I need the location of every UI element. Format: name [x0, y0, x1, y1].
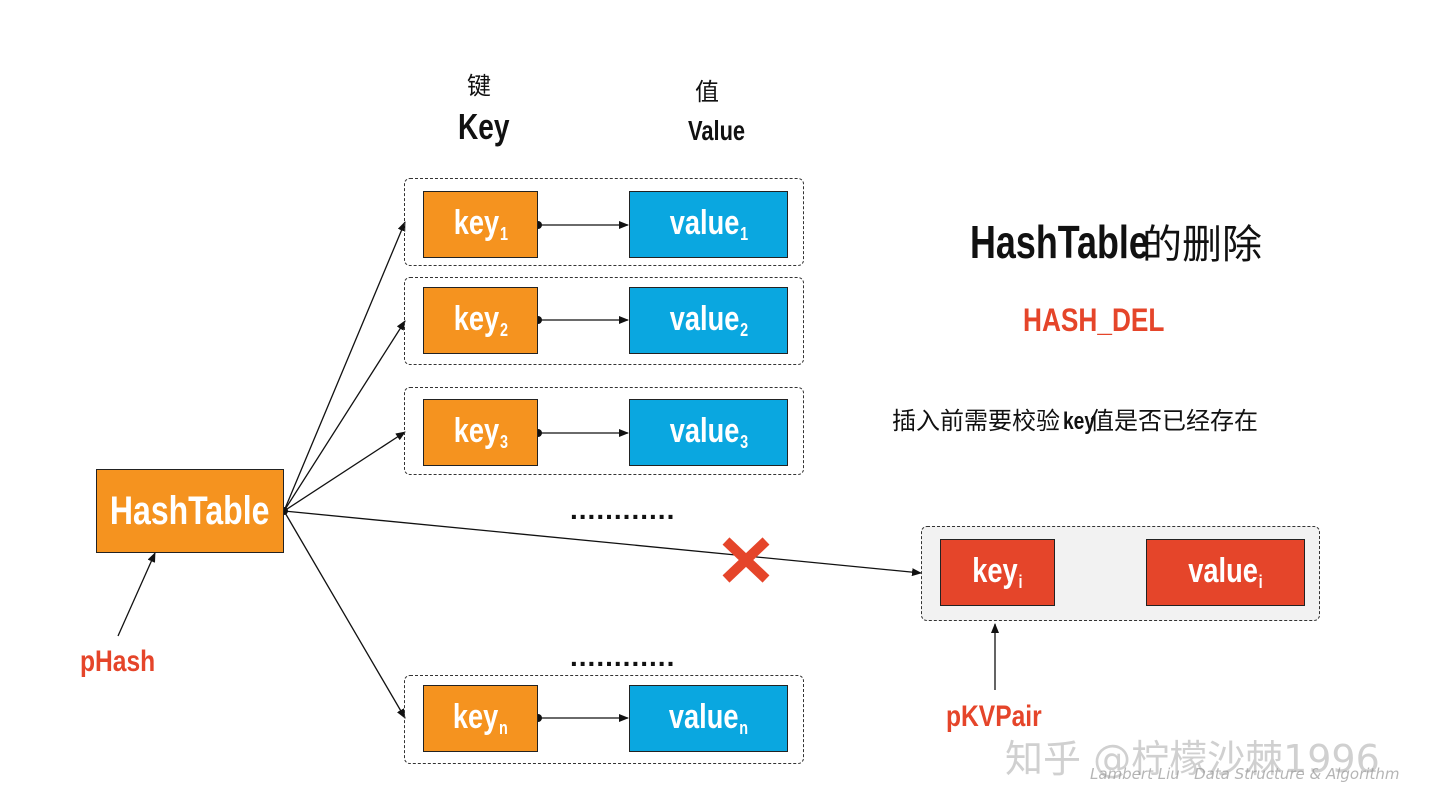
- hashtable-box: HashTable: [96, 469, 284, 553]
- page-title: HashTable的删除: [970, 212, 1262, 270]
- key-box-1: key1: [423, 191, 538, 258]
- delete-cross-icon: [722, 537, 770, 583]
- arrow-to-entry-1: [283, 221, 406, 512]
- deleted-key-box: keyi: [940, 539, 1055, 606]
- entry-group-3: [404, 387, 804, 475]
- phash-label: pHash: [80, 645, 156, 678]
- value-box-n: valuen: [629, 685, 788, 752]
- key-box-3: key3: [423, 399, 538, 466]
- value-box-1: value1: [629, 191, 788, 258]
- key-header-en: Key: [458, 106, 510, 147]
- macro-label: HASH_DEL: [1023, 302, 1165, 338]
- ellipsis-2: ............: [570, 641, 676, 672]
- ellipsis-1: ............: [570, 494, 676, 525]
- key-header-cn: 键: [467, 72, 491, 100]
- value-box-3: value3: [629, 399, 788, 466]
- deleted-value-box: valuei: [1146, 539, 1305, 606]
- entry-group-2: [404, 277, 804, 365]
- pkvpair-label: pKVPair: [946, 700, 1042, 733]
- author-watermark: Lambert Liu Data Structure & Algorithm: [1090, 765, 1400, 783]
- title-suffix: 的删除: [1142, 222, 1262, 268]
- value-header-en: Value: [688, 115, 746, 146]
- entry-group-1: [404, 178, 804, 266]
- entry-group-n: [404, 675, 804, 764]
- phash-arrow: [117, 552, 156, 637]
- key-box-n: keyn: [423, 685, 538, 752]
- arrow-to-entry-3: [283, 431, 406, 512]
- value-box-2: value2: [629, 287, 788, 354]
- arrow-to-entry-2: [283, 320, 406, 512]
- title-main: HashTable: [970, 216, 1149, 268]
- hashtable-label: HashTable: [110, 488, 270, 533]
- arrow-to-entry-n: [283, 510, 406, 719]
- value-header-cn: 值: [695, 78, 719, 106]
- arrow-to-deleted-entry: [283, 510, 922, 577]
- key-box-2: key2: [423, 287, 538, 354]
- zhihu-watermark: 知乎 @柠檬沙棘1996: [1005, 737, 1380, 781]
